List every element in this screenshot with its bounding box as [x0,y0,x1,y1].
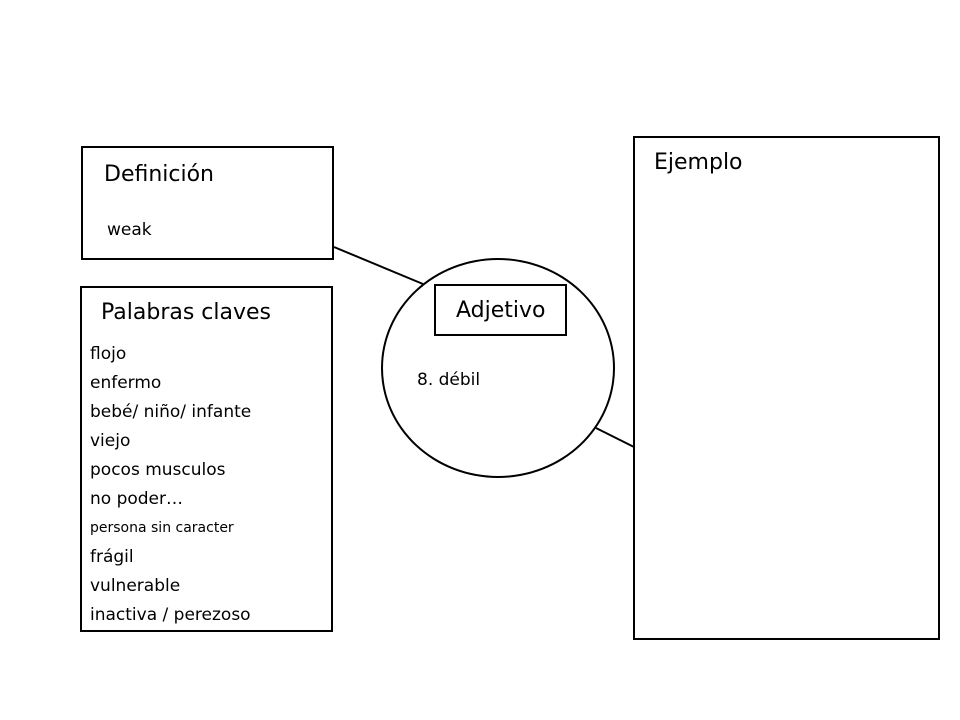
example-box: Ejemplo [633,136,940,640]
keywords-list: flojo enfermo bebé/ niño/ infante viejo … [90,340,251,630]
keyword-item: persona sin caracter [90,520,234,536]
connector-definition [333,246,424,285]
keyword-item: no poder… [90,489,184,509]
keyword-item: flojo [90,344,127,364]
keywords-title: Palabras claves [101,300,272,325]
keyword-item: inactiva / perezoso [90,605,251,625]
keyword-item: enfermo [90,373,162,393]
example-title: Ejemplo [654,150,743,175]
center-word: 8. débil [417,370,481,390]
definition-text: weak [107,220,152,240]
definition-title: Definición [104,162,214,187]
connector-example [595,427,635,448]
part-of-speech-box: Adjetivo [434,284,567,336]
keyword-item: vulnerable [90,576,181,596]
keyword-item: viejo [90,431,131,451]
keyword-item: frágil [90,547,134,567]
keyword-item: pocos musculos [90,460,226,480]
part-of-speech-label: Adjetivo [456,298,546,323]
definition-box: Definición weak [81,146,334,260]
keywords-box: Palabras claves flojo enfermo bebé/ niño… [80,286,333,632]
keyword-item: bebé/ niño/ infante [90,402,252,422]
